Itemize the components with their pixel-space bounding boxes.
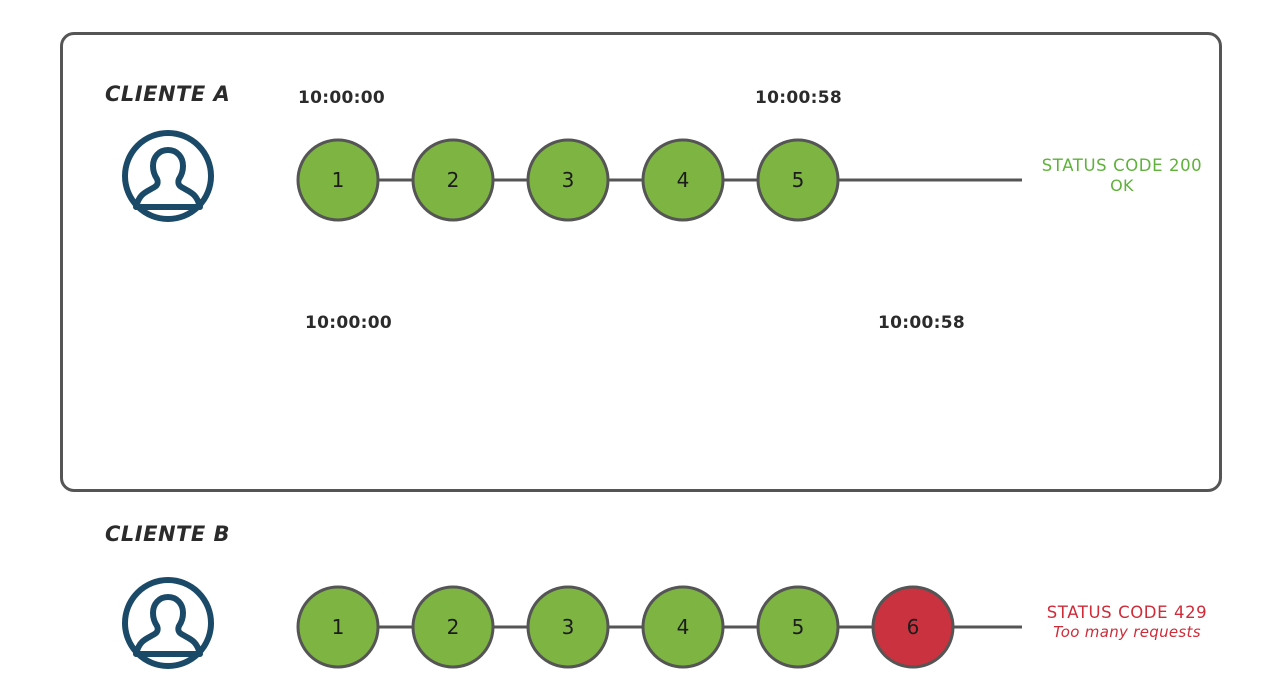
client-b-request-chain: 1 2 3 4 5 (280, 577, 1040, 687)
client-a-start-time: 10:00:00 (298, 88, 385, 108)
request-node-number: 5 (792, 168, 805, 192)
client-a-status: STATUS CODE 200 OK (1022, 156, 1222, 195)
client-b-status: STATUS CODE 429 Too many requests (1022, 603, 1232, 641)
request-node[interactable]: 5 (756, 585, 840, 669)
request-node[interactable]: 1 (296, 585, 380, 669)
client-b-start-time: 10:00:00 (305, 313, 392, 333)
request-node-number: 4 (677, 615, 690, 639)
request-node-number: 1 (332, 168, 345, 192)
request-node-blocked[interactable]: 6 (871, 585, 955, 669)
status-code-text: STATUS CODE 429 (1046, 603, 1208, 622)
request-node-number: 3 (562, 615, 575, 639)
client-a-end-time: 10:00:58 (755, 88, 842, 108)
request-node[interactable]: 3 (526, 138, 610, 222)
diagram-frame (60, 32, 1222, 492)
request-node[interactable]: 2 (411, 138, 495, 222)
request-node-number: 2 (447, 168, 460, 192)
request-node[interactable]: 5 (756, 138, 840, 222)
request-node-number: 1 (332, 615, 345, 639)
request-node-number: 3 (562, 168, 575, 192)
client-b-label: CLIENTE B (105, 522, 231, 546)
request-node[interactable]: 4 (641, 138, 725, 222)
user-avatar-icon (122, 577, 214, 669)
client-a-label: CLIENTE A (105, 82, 231, 106)
request-node-number: 2 (447, 615, 460, 639)
diagram-canvas: CLIENTE A 10:00:00 10:00:58 1 (60, 32, 1222, 669)
request-node[interactable]: 1 (296, 138, 380, 222)
request-node[interactable]: 2 (411, 585, 495, 669)
status-code-text: STATUS CODE 200 (1041, 156, 1203, 175)
client-b-avatar (120, 575, 216, 671)
client-a-avatar (120, 128, 216, 224)
request-node-number: 6 (907, 615, 920, 639)
status-message-text: OK (1110, 176, 1134, 195)
request-node[interactable]: 3 (526, 585, 610, 669)
request-node[interactable]: 4 (641, 585, 725, 669)
client-b-end-time: 10:00:58 (878, 313, 965, 333)
user-avatar-icon (122, 130, 214, 222)
request-node-number: 5 (792, 615, 805, 639)
request-node-number: 4 (677, 168, 690, 192)
client-a-request-chain: 1 2 3 4 5 (280, 130, 1040, 240)
status-message-text: Too many requests (1053, 623, 1201, 641)
